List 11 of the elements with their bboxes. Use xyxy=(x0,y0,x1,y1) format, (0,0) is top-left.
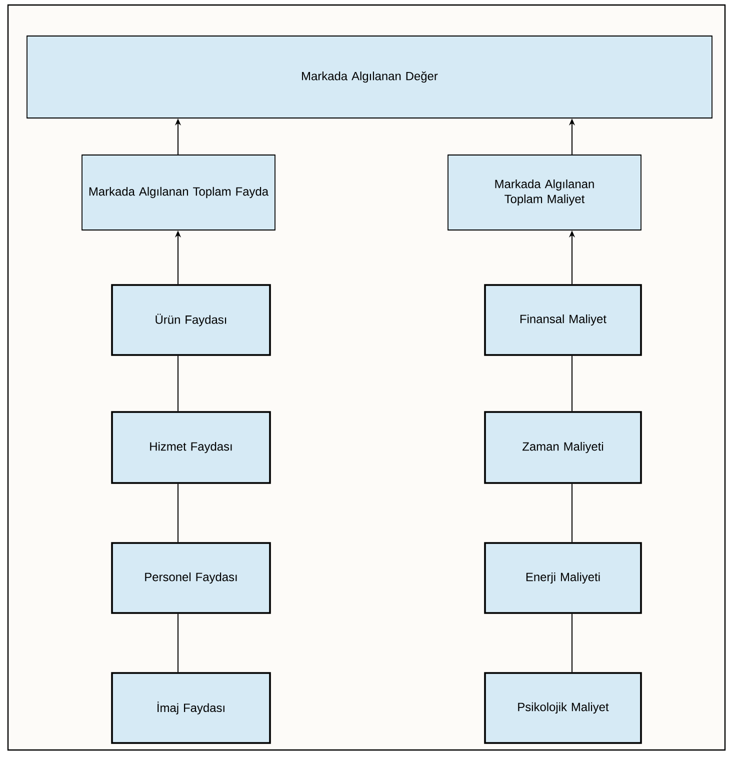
process-box: Hizmet Faydası xyxy=(111,411,271,484)
process-box: Ürün Faydası xyxy=(111,284,271,356)
process-box: Personel Faydası xyxy=(111,542,271,614)
process-box: Markada Algılanan Toplam Maliyet xyxy=(448,154,642,230)
process-box: Zaman Maliyeti xyxy=(484,411,642,484)
process-box: Enerji Maliyeti xyxy=(484,542,642,614)
process-box: Markada Algılanan Toplam Fayda xyxy=(82,154,276,230)
process-box: Psikolojik Maliyet xyxy=(484,672,642,744)
process-box: İmaj Faydası xyxy=(111,672,271,744)
process-box: Finansal Maliyet xyxy=(484,284,642,356)
process-box: Markada Algılanan Değer xyxy=(26,36,712,118)
